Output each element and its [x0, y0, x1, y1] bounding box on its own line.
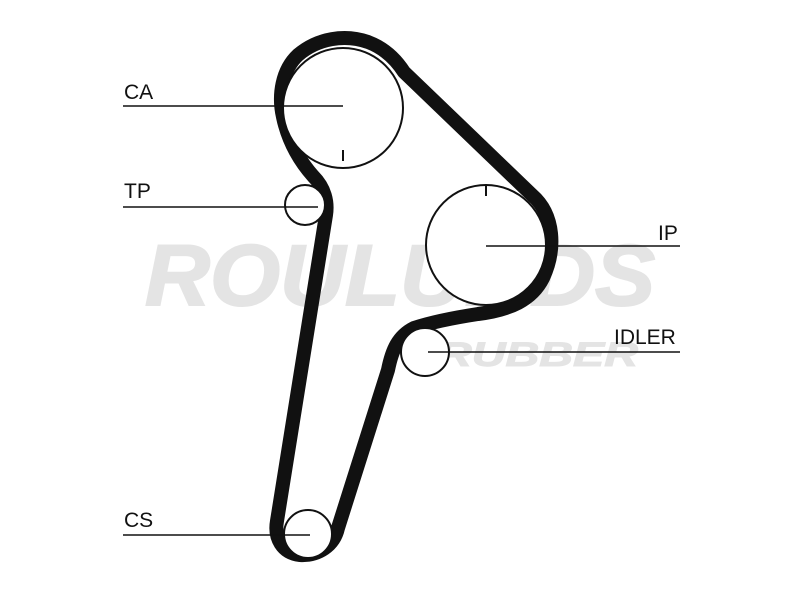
timing-belt	[269, 31, 559, 563]
pulley-ca	[282, 47, 404, 169]
label-ip: IP	[658, 222, 678, 245]
label-cs: CS	[124, 509, 153, 532]
label-ca: CA	[124, 81, 153, 104]
watermark: ROULUNDS RUBBER	[144, 227, 656, 375]
watermark-line-1: ROULUNDS	[145, 228, 655, 324]
label-tp: TP	[124, 180, 151, 203]
pulley-tp	[284, 184, 326, 226]
pulley-cs	[283, 509, 333, 559]
label-idler: IDLER	[614, 326, 676, 349]
pulley-ip	[425, 184, 547, 306]
watermark-line-2: RUBBER	[438, 336, 639, 374]
